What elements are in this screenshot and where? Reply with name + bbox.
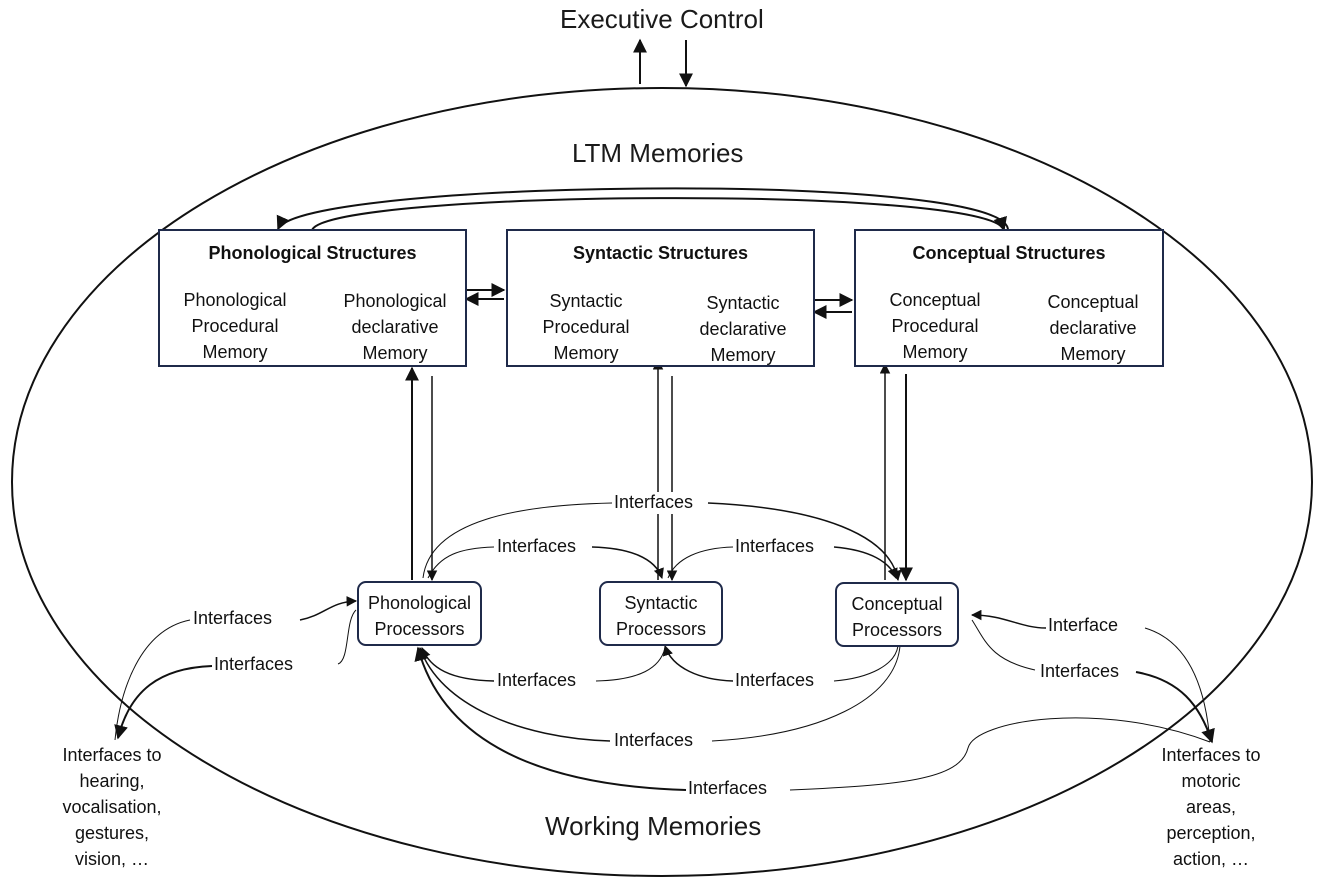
interfaces-label: Interfaces <box>497 536 577 558</box>
conceptual-declarative-memory: Conceptual declarative Memory <box>1047 292 1139 364</box>
external-interfaces-right: Interfaces to motoric areas, perception,… <box>1161 745 1261 869</box>
ltm-memories-label: LTM Memories <box>572 138 744 168</box>
interfaces-label: Interfaces <box>1040 661 1120 683</box>
syntactic-procedural-memory: Syntactic Procedural Memory <box>542 291 630 363</box>
interfaces-label: Interfaces <box>193 608 273 630</box>
interfaces-label: Interfaces <box>497 670 577 692</box>
external-interfaces-left: Interfaces to hearing, vocalisation, ges… <box>62 745 162 869</box>
phonological-procedural-memory: Phonological Procedural Memory <box>183 290 287 362</box>
working-memories-label: Working Memories <box>545 811 762 841</box>
interfaces-label: Interfaces <box>214 654 294 676</box>
phon-concept-link-2 <box>311 197 1007 232</box>
phon-concept-link-1 <box>276 187 1009 231</box>
interfaces-label: Interfaces <box>735 670 815 692</box>
executive-control-label: Executive Control <box>560 4 764 34</box>
interfaces-label: Interfaces <box>688 778 768 800</box>
interface-label: Interface <box>1048 615 1119 637</box>
phonological-processors-box: Phonological Processors <box>357 581 482 646</box>
syntactic-declarative-memory: Syntactic declarative Memory <box>699 293 787 365</box>
phonological-structures-title: Phonological Structures <box>208 243 417 263</box>
interfaces-label: Interfaces <box>614 492 694 514</box>
conceptual-procedural-memory: Conceptual Procedural Memory <box>889 290 981 362</box>
syntactic-structures-box: Syntactic Structures Syntactic Procedura… <box>506 229 815 367</box>
interfaces-label: Interfaces <box>735 536 815 558</box>
ltm-ellipse <box>11 87 1313 877</box>
interfaces-label: Interfaces <box>614 730 694 752</box>
syntactic-structures-title: Syntactic Structures <box>572 243 749 263</box>
phonological-declarative-memory: Phonological declarative Memory <box>343 291 447 363</box>
conceptual-structures-title: Conceptual Structures <box>912 243 1106 263</box>
conceptual-structures-box: Conceptual Structures Conceptual Procedu… <box>854 229 1164 367</box>
conceptual-processors-box: Conceptual Processors <box>835 582 959 647</box>
syntactic-processors-box: Syntactic Processors <box>599 581 723 646</box>
phonological-structures-box: Phonological Structures Phonological Pro… <box>158 229 467 367</box>
